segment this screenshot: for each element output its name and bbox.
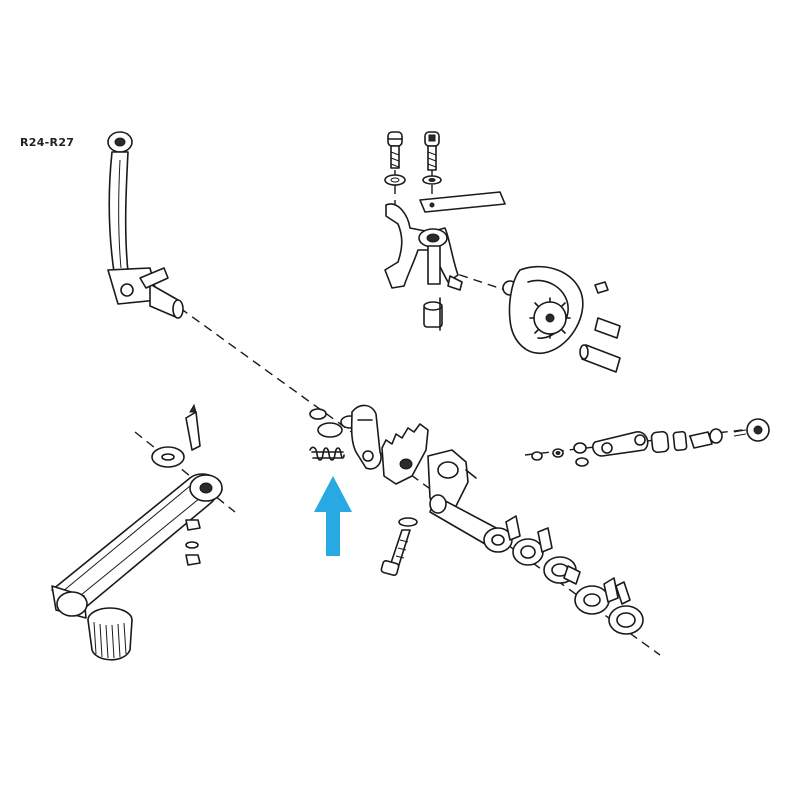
pawl-arm xyxy=(350,404,382,470)
spring-part xyxy=(309,446,345,461)
selector-fork xyxy=(384,131,506,331)
foot-pedal xyxy=(51,403,223,661)
model-label: R24-R27 xyxy=(20,136,75,149)
arrow-up-icon xyxy=(314,476,352,556)
kick-gear-segment xyxy=(381,423,429,485)
gear-small xyxy=(529,297,571,339)
kick-lever xyxy=(107,131,184,319)
shaft-with-quadrant xyxy=(427,449,501,549)
assembly-axis-selector xyxy=(444,269,506,291)
assembly-axis-main xyxy=(179,307,661,656)
selector-linkage xyxy=(531,418,770,467)
assembly-axis-pedal xyxy=(134,431,236,513)
ratchet-disc xyxy=(502,265,621,373)
return-springs xyxy=(483,515,644,635)
pedal-rubber-grip xyxy=(87,607,133,661)
shaft-bolt xyxy=(380,517,418,576)
assembly-axis-bolts xyxy=(394,140,433,210)
